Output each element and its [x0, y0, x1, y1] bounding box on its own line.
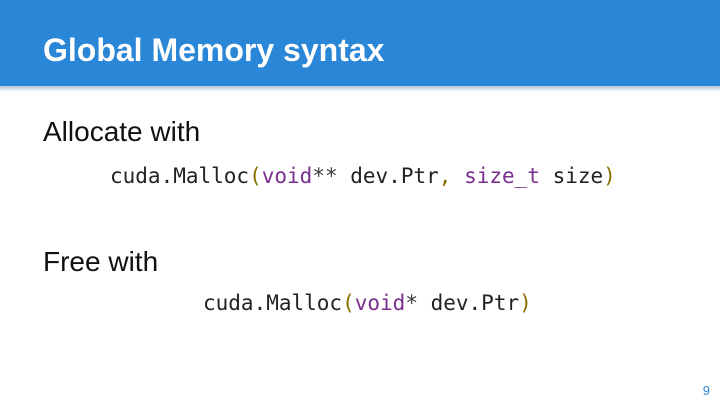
page-number: 9 [702, 383, 710, 398]
free-label: Free with [43, 246, 159, 277]
slide-title: Global Memory syntax [43, 32, 385, 68]
allocate-close-paren: ) [603, 164, 616, 188]
allocate-arg-devptr: dev.Ptr [337, 164, 439, 188]
free-type-void: void [354, 291, 406, 315]
allocate-code: cuda.Malloc(void** dev.Ptr, size_t size) [110, 166, 616, 187]
allocate-ptr-op: ** [312, 164, 338, 188]
allocate-open-paren: ( [249, 164, 262, 188]
allocate-type-void: void [261, 164, 313, 188]
free-code: cuda.Malloc(void* dev.Ptr) [203, 293, 532, 314]
free-close-paren: ) [519, 291, 532, 315]
allocate-comma: , [438, 164, 452, 188]
free-fn: cuda.Malloc [203, 291, 343, 315]
allocate-arg-size: size [539, 164, 604, 188]
title-bar [0, 0, 720, 86]
free-ptr-op: * [405, 291, 418, 315]
free-arg-devptr: dev.Ptr [417, 291, 520, 315]
free-open-paren: ( [342, 291, 355, 315]
allocate-label: Allocate with [43, 116, 201, 147]
title-bar-shadow [0, 86, 720, 92]
allocate-type-size-t: size_t [451, 164, 540, 188]
allocate-fn: cuda.Malloc [110, 164, 250, 188]
